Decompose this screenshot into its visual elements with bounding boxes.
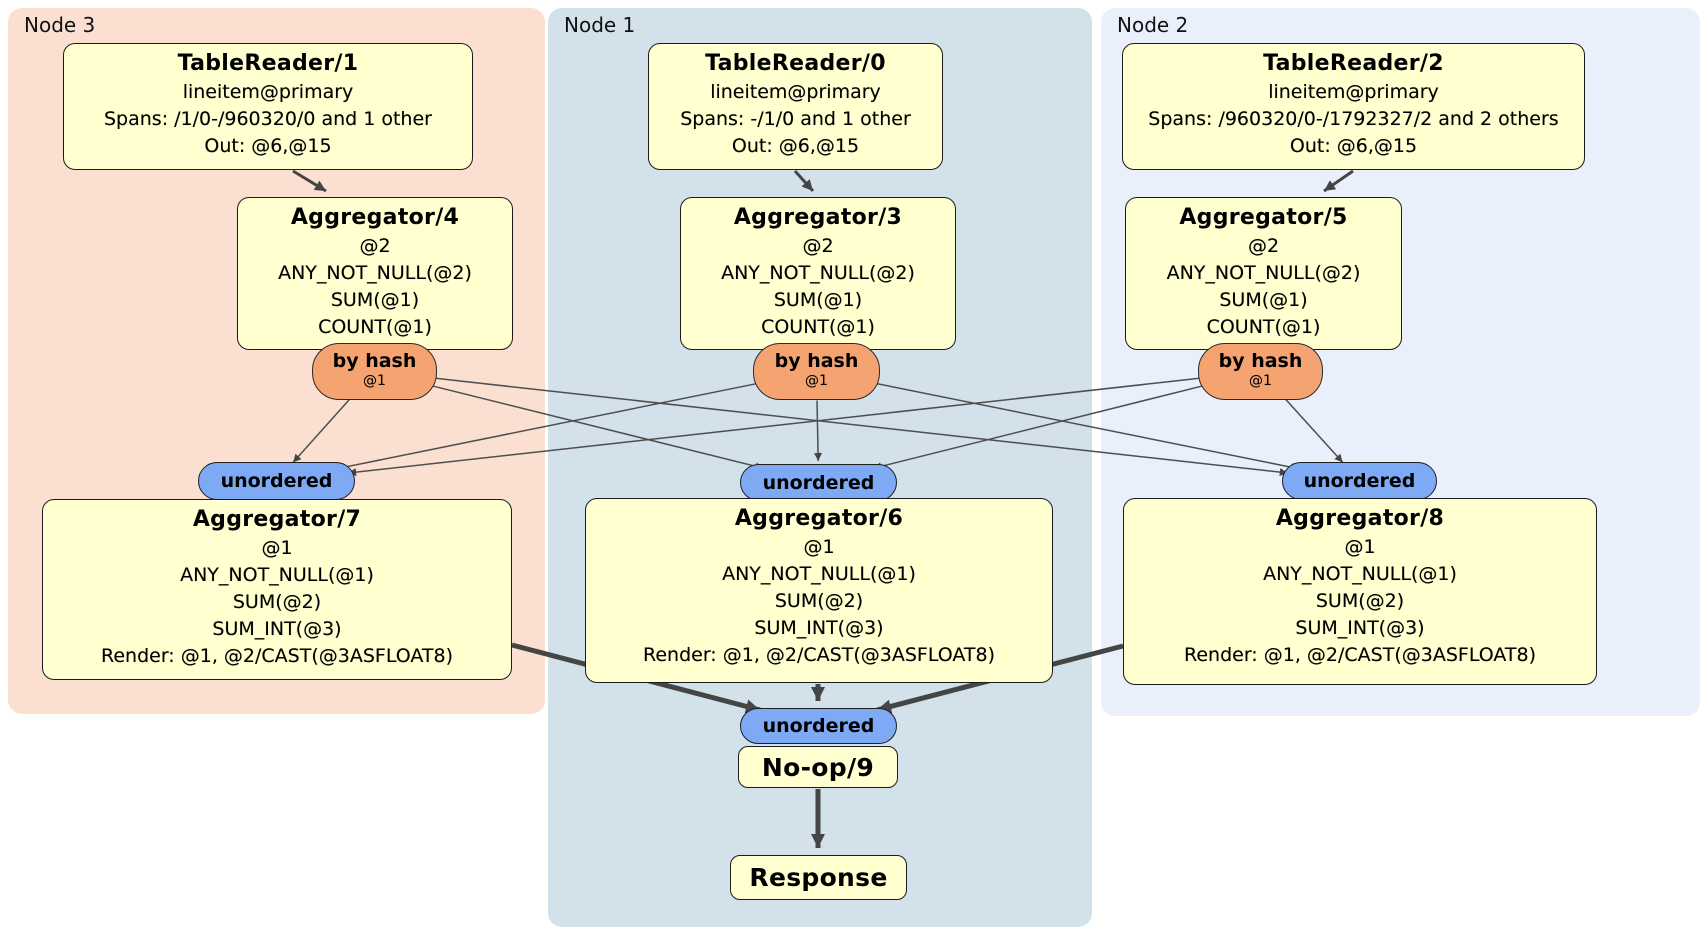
processor-detail: SUM(@1) bbox=[773, 289, 863, 311]
processor-detail: @2 bbox=[359, 235, 391, 257]
processor-detail: ANY_NOT_NULL(@1) bbox=[1263, 563, 1457, 585]
processor-detail: ANY_NOT_NULL(@2) bbox=[721, 262, 915, 284]
processor-detail: Spans: -/1/0 and 1 other bbox=[680, 108, 911, 130]
edge-tablereader2-aggregator5 bbox=[1323, 169, 1354, 193]
processor-detail: Render: @1, @2/CAST(@3ASFLOAT8) bbox=[101, 645, 453, 667]
processor-title: Aggregator/4 bbox=[290, 205, 460, 230]
processor-detail: SUM(@1) bbox=[1219, 289, 1308, 311]
router-label: by hash bbox=[774, 350, 859, 372]
sync-unordered-bottom: unordered bbox=[740, 708, 897, 744]
sync-unordered-center: unordered bbox=[740, 464, 897, 501]
processor-aggregator-5: Aggregator/5 @2 ANY_NOT_NULL(@2) SUM(@1)… bbox=[1125, 197, 1402, 350]
edge-hashR-syncL bbox=[348, 377, 1200, 477]
processor-detail: Out: @6,@15 bbox=[731, 135, 860, 157]
processor-aggregator-6: Aggregator/6 @1 ANY_NOT_NULL(@1) SUM(@2)… bbox=[585, 498, 1053, 683]
router-label: by hash bbox=[1218, 350, 1303, 372]
processor-detail: SUM(@2) bbox=[232, 591, 322, 613]
processor-detail: SUM(@2) bbox=[774, 590, 864, 612]
processor-detail: ANY_NOT_NULL(@2) bbox=[1166, 262, 1361, 284]
processor-detail: SUM_INT(@3) bbox=[754, 617, 884, 639]
router-tag: @1 bbox=[805, 373, 828, 389]
processor-detail: SUM(@1) bbox=[330, 289, 420, 311]
processor-detail: SUM(@2) bbox=[1315, 590, 1405, 612]
edge-hashC-syncR bbox=[874, 382, 1300, 472]
processor-title: Aggregator/3 bbox=[733, 205, 903, 230]
processor-detail: COUNT(@1) bbox=[318, 316, 432, 338]
edge-hashL-syncL bbox=[292, 397, 352, 463]
edge-tablereader1-aggregator4 bbox=[292, 169, 327, 193]
processor-title: Aggregator/7 bbox=[192, 507, 362, 532]
processor-title: Aggregator/5 bbox=[1179, 205, 1348, 230]
edge-hashL-syncR bbox=[435, 377, 1288, 477]
processor-detail: lineitem@primary bbox=[710, 81, 881, 103]
response-node: Response bbox=[730, 855, 907, 900]
sync-unordered-right: unordered bbox=[1282, 462, 1437, 500]
processor-title: TableReader/1 bbox=[177, 51, 359, 76]
processor-title: TableReader/0 bbox=[705, 51, 886, 76]
processor-detail: @1 bbox=[261, 537, 293, 559]
processor-tablereader-1: TableReader/1 lineitem@primary Spans: /1… bbox=[63, 43, 473, 170]
edge-hashL-syncC bbox=[429, 384, 764, 471]
processor-detail: COUNT(@1) bbox=[761, 316, 875, 338]
processor-aggregator-3: Aggregator/3 @2 ANY_NOT_NULL(@2) SUM(@1)… bbox=[680, 197, 956, 350]
processor-aggregator-4: Aggregator/4 @2 ANY_NOT_NULL(@2) SUM(@1)… bbox=[237, 197, 513, 350]
router-by-hash-center: by hash @1 bbox=[753, 343, 880, 400]
processor-tablereader-0: TableReader/0 lineitem@primary Spans: -/… bbox=[648, 43, 943, 170]
processor-tablereader-2: TableReader/2 lineitem@primary Spans: /9… bbox=[1122, 43, 1585, 170]
node1-region-label: Node 1 bbox=[564, 13, 636, 37]
edge-hashR-syncR bbox=[1284, 397, 1344, 463]
node3-region-label: Node 3 bbox=[24, 13, 96, 37]
edge-hashC-syncL bbox=[336, 382, 759, 472]
processor-title: No-op/9 bbox=[761, 752, 875, 782]
processor-detail: COUNT(@1) bbox=[1206, 316, 1321, 338]
processor-detail: Spans: /1/0-/960320/0 and 1 other bbox=[104, 108, 432, 130]
processor-title: Response bbox=[749, 863, 888, 892]
router-by-hash-left: by hash @1 bbox=[312, 343, 437, 400]
router-label: by hash bbox=[332, 350, 417, 372]
router-by-hash-right: by hash @1 bbox=[1198, 343, 1323, 400]
processor-aggregator-8: Aggregator/8 @1 ANY_NOT_NULL(@1) SUM(@2)… bbox=[1123, 498, 1597, 685]
edge-tablereader0-aggregator3 bbox=[793, 169, 815, 193]
node2-region-label: Node 2 bbox=[1117, 13, 1189, 37]
edge-hashR-syncC bbox=[873, 384, 1206, 471]
processor-detail: ANY_NOT_NULL(@1) bbox=[180, 564, 374, 586]
sync-unordered-left: unordered bbox=[198, 462, 355, 500]
processor-detail: Spans: /960320/0-/1792327/2 and 2 others bbox=[1148, 108, 1559, 130]
processor-detail: Out: @6,@15 bbox=[1289, 135, 1418, 157]
processor-detail: SUM_INT(@3) bbox=[212, 618, 342, 640]
processor-title: TableReader/2 bbox=[1263, 51, 1444, 76]
processor-detail: lineitem@primary bbox=[182, 81, 354, 103]
processor-title: Aggregator/6 bbox=[734, 506, 904, 531]
processor-detail: @1 bbox=[803, 536, 835, 558]
processor-detail: ANY_NOT_NULL(@1) bbox=[722, 563, 916, 585]
processor-detail: Out: @6,@15 bbox=[204, 135, 332, 157]
processor-noop-9: No-op/9 bbox=[738, 746, 898, 788]
processor-aggregator-7: Aggregator/7 @1 ANY_NOT_NULL(@1) SUM(@2)… bbox=[42, 499, 512, 680]
processor-detail: lineitem@primary bbox=[1268, 81, 1439, 103]
processor-detail: @2 bbox=[802, 235, 834, 257]
processor-detail: ANY_NOT_NULL(@2) bbox=[278, 262, 472, 284]
processor-detail: Render: @1, @2/CAST(@3ASFLOAT8) bbox=[1184, 644, 1536, 666]
router-tag: @1 bbox=[1249, 373, 1272, 389]
processor-detail: Render: @1, @2/CAST(@3ASFLOAT8) bbox=[643, 644, 995, 666]
processor-title: Aggregator/8 bbox=[1275, 506, 1445, 531]
edge-hashC-syncC bbox=[814, 400, 823, 462]
processor-detail: SUM_INT(@3) bbox=[1295, 617, 1425, 639]
processor-detail: @2 bbox=[1247, 235, 1280, 257]
router-tag: @1 bbox=[363, 373, 386, 389]
processor-detail: @1 bbox=[1344, 536, 1376, 558]
